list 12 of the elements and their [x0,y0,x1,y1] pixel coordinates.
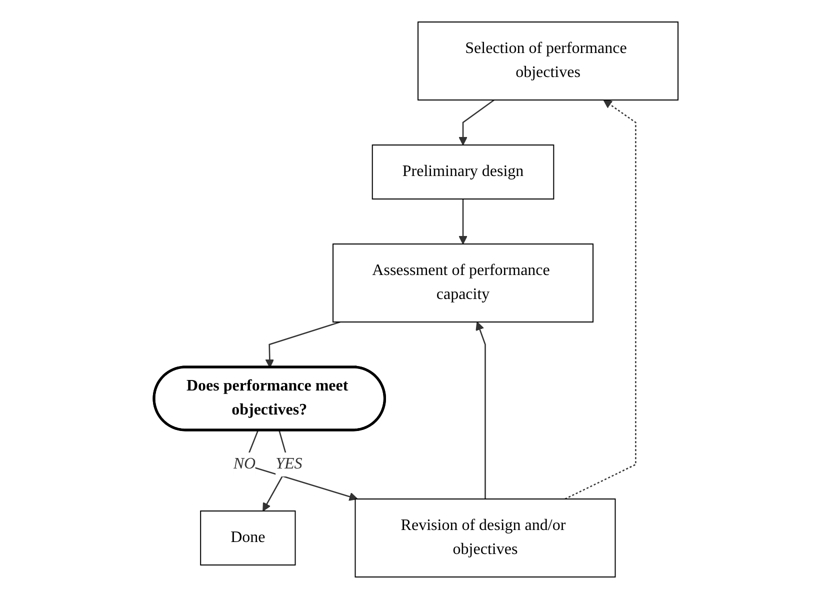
node-box: Done [200,510,296,566]
node-box: Assessment of performance capacity [333,244,594,322]
arrow [476,322,486,499]
arrow [266,321,341,368]
edge-label: NO [234,455,256,472]
node-box: Selection of performance objectives [418,22,679,100]
edge-label: YES [276,455,303,472]
arrow [459,99,495,146]
arrow [459,199,468,244]
node-box: Revision of design and/or objectives [355,498,616,578]
arrow [565,100,637,500]
node-box: Preliminary design [372,144,555,200]
